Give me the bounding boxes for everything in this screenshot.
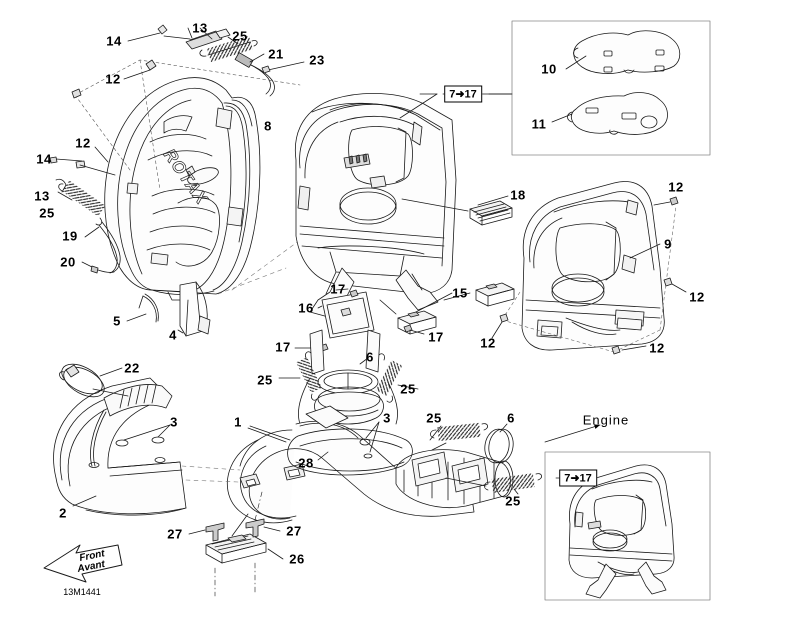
callout-12b: 12 [75, 135, 91, 151]
spring-25-right-center [375, 353, 403, 403]
callout-25d: 25 [400, 381, 416, 397]
callout-6b: 6 [507, 410, 515, 426]
spring-25-left [58, 180, 106, 226]
engine-label: Engine [582, 412, 630, 428]
callout-11: 11 [531, 116, 547, 132]
front-arrow-text-en: Front [78, 548, 106, 564]
callout-9: 9 [664, 236, 672, 252]
callout-4: 4 [169, 327, 177, 343]
callout-21: 21 [268, 46, 284, 62]
callout-17c: 17 [275, 339, 291, 355]
part-4-deflector [179, 281, 211, 337]
callout-17a: 17 [330, 281, 346, 297]
part-1-muffler [226, 405, 514, 524]
callout-12e: 12 [480, 335, 496, 351]
callout-3a: 3 [170, 414, 178, 430]
callout-16: 16 [298, 300, 314, 316]
reference-box-top: 7➜17 [444, 85, 482, 103]
callout-8: 8 [264, 118, 272, 134]
callout-18: 18 [510, 187, 526, 203]
spring-25-top [199, 35, 258, 63]
part-26-mount [205, 533, 267, 564]
callout-25c: 25 [257, 372, 273, 388]
spring-25-muffler-lower [484, 473, 542, 493]
callout-12d: 12 [689, 289, 705, 305]
part-27-rivets [205, 518, 265, 542]
callout-14b: 14 [36, 151, 52, 167]
callout-27b: 27 [286, 523, 302, 539]
callout-25e: 25 [426, 410, 442, 426]
callout-12f: 12 [649, 340, 665, 356]
part-11-pad [567, 92, 668, 135]
callout-13: 13 [192, 20, 208, 36]
callout-25: 25 [232, 28, 248, 44]
callout-12: 12 [105, 71, 121, 87]
callout-6a: 6 [366, 349, 374, 365]
part-10-pad [573, 30, 681, 74]
part-7-main-housing [294, 93, 457, 319]
sheet-code: 13M1441 [63, 587, 101, 597]
callout-17b: 17 [428, 329, 444, 345]
callout-10: 10 [541, 61, 557, 77]
callout-2: 2 [59, 505, 67, 521]
part-28-guard [287, 428, 413, 476]
part-8-hood [104, 77, 261, 301]
callout-28: 28 [298, 455, 314, 471]
spring-25-muffler-upper [430, 422, 488, 442]
part-6-gasket-right [484, 428, 514, 464]
callout-1: 1 [234, 414, 242, 430]
callout-27a: 27 [167, 526, 183, 542]
part-15-blocks [397, 282, 515, 335]
callout-12c: 12 [668, 179, 684, 195]
callout-13b: 13 [34, 188, 50, 204]
callout-25b: 25 [39, 205, 55, 221]
callout-19: 19 [62, 228, 78, 244]
callout-22: 22 [124, 360, 140, 376]
callout-26: 26 [289, 551, 305, 567]
callout-5: 5 [113, 313, 121, 329]
callout-3b: 3 [383, 410, 391, 426]
spring-25-left-center [296, 351, 322, 401]
part-2-heat-shield [53, 377, 187, 516]
part-22-clamp [59, 363, 105, 398]
part-16-cover [321, 291, 375, 339]
callout-15: 15 [452, 285, 468, 301]
reference-box-bottom: 7➜17 [559, 469, 597, 487]
inset-engine-assembly [568, 464, 675, 599]
part-18-grille [469, 200, 513, 226]
callout-23: 23 [309, 52, 325, 68]
callout-14: 14 [106, 33, 122, 49]
callout-25f: 25 [505, 493, 521, 509]
front-arrow-shape [43, 544, 123, 583]
part-5-clip [138, 293, 159, 323]
part-9-rear-panel [521, 181, 665, 351]
callout-20: 20 [60, 254, 76, 270]
